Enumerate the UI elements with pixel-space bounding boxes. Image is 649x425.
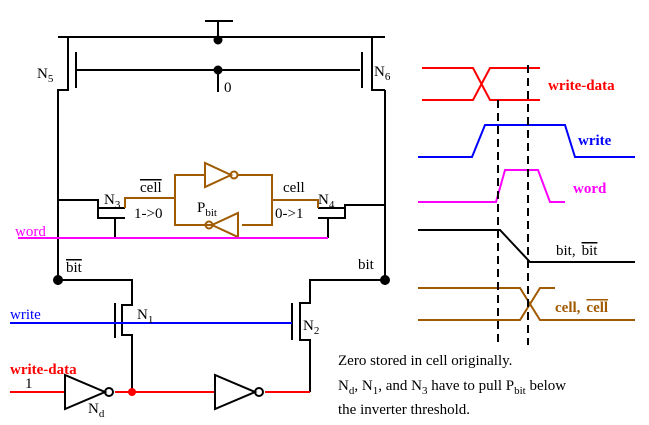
- inverter-top-icon: [204, 161, 234, 189]
- timing-diagram: [418, 65, 635, 345]
- write-data-node: [128, 388, 136, 396]
- inverter-nd-icon: [64, 373, 108, 411]
- transistor-n6: [361, 36, 385, 91]
- timing-label-write-data: write-data: [548, 78, 615, 94]
- label-transition-left: 1->0: [134, 206, 162, 222]
- circuit-labels: N5 N6 0 N3 N4 cell cell 1->0 0->1 Pbit w…: [10, 64, 391, 420]
- label-zero-node: 0: [224, 80, 232, 96]
- label-transition-right: 0->1: [275, 206, 303, 222]
- label-n1: N1: [137, 307, 153, 326]
- label-cell-bar: cell: [140, 180, 162, 196]
- transistor-n2: [291, 279, 385, 392]
- waveform-bit: [418, 229, 635, 263]
- driver-inverters: [64, 373, 264, 411]
- label-write: write: [10, 307, 41, 323]
- transistor-n3: [58, 199, 125, 238]
- timing-label-cell: cell,cell: [555, 300, 608, 316]
- timing-labels: write-data write word bit,bit cell,cell: [548, 78, 615, 316]
- waveform-write-data: [422, 67, 540, 101]
- label-one: 1: [25, 376, 33, 392]
- waveform-write: [418, 124, 635, 158]
- note-line-1: Zero stored in cell originally.: [338, 353, 512, 369]
- label-write-data: write-data: [10, 362, 77, 378]
- storage-cell: [124, 161, 319, 239]
- waveform-cell: [418, 287, 635, 321]
- timing-label-word: word: [573, 181, 607, 197]
- label-n2: N2: [303, 318, 319, 337]
- note-line-2: Nd, N1, and N3 have to pull Pbit below: [338, 378, 566, 397]
- label-pbit: Pbit: [197, 200, 217, 219]
- label-cell: cell: [283, 180, 305, 196]
- label-bit-bar: bit: [66, 260, 83, 276]
- inverter-2-icon: [214, 373, 258, 411]
- transistor-n4: [318, 204, 385, 238]
- label-n5: N5: [37, 66, 54, 85]
- label-word: word: [15, 224, 46, 240]
- note-text: Zero stored in cell originally. Nd, N1, …: [338, 353, 566, 418]
- vdd-node: [213, 35, 223, 45]
- waveform-word: [418, 169, 565, 203]
- label-nd: Nd: [88, 401, 105, 420]
- label-n4: N4: [318, 192, 335, 211]
- label-bit: bit: [358, 257, 375, 273]
- label-n6: N6: [374, 64, 391, 83]
- transistor-n5: [57, 36, 360, 110]
- label-n3: N3: [104, 192, 121, 211]
- timing-label-bit: bit,bit: [556, 243, 598, 259]
- transistor-n1: [58, 279, 133, 392]
- inverter-bottom-icon: [209, 211, 239, 239]
- timing-label-write: write: [578, 133, 612, 149]
- note-line-3: the inverter threshold.: [338, 402, 470, 418]
- circuit-schematic: [53, 20, 390, 392]
